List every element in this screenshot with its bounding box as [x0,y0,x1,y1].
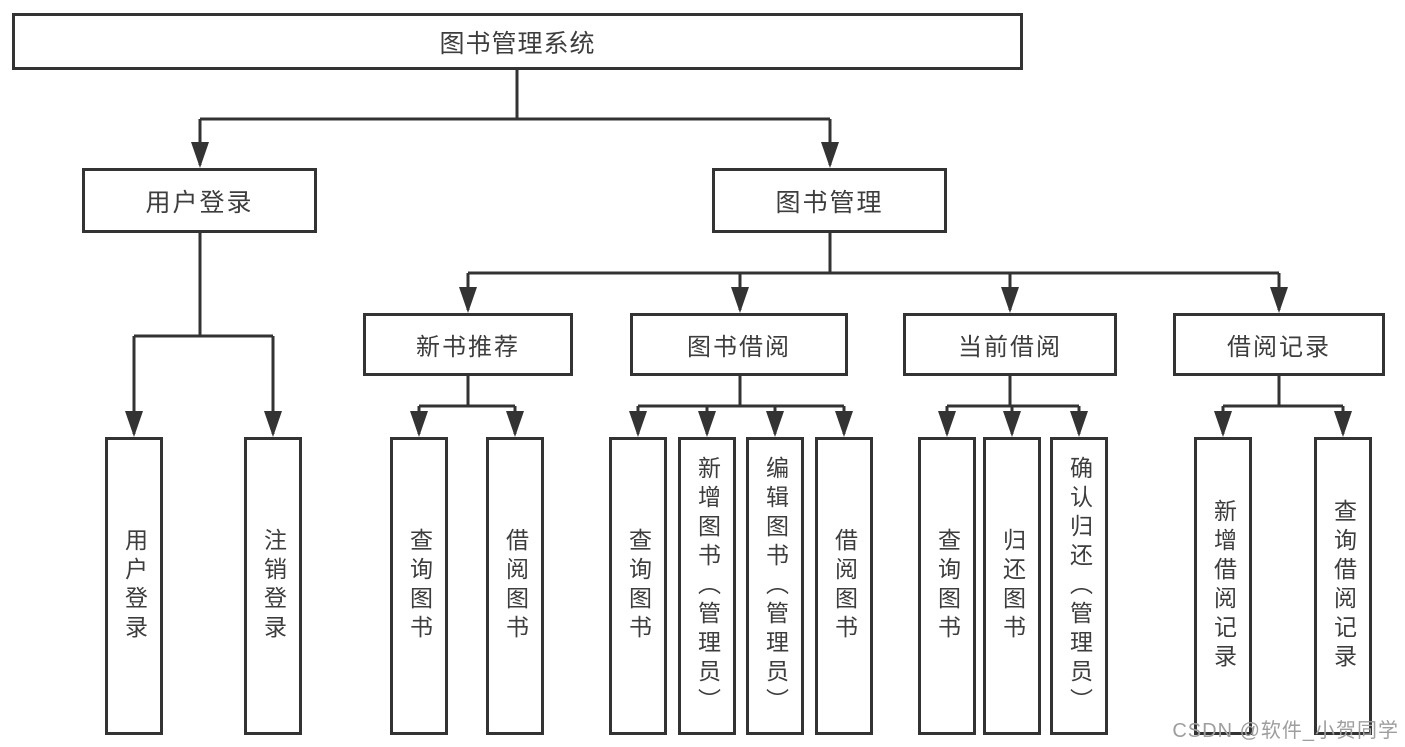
node-user-login: 用户登录 [82,168,317,233]
node-edit-books-admin: 编辑图书（管理员） [746,437,804,735]
tree-edges [132,70,1345,434]
node-logout: 注销登录 [244,437,302,735]
node-label: 归还图书 [999,528,1026,644]
node-borrowing-records: 借阅记录 [1173,313,1385,376]
node-label: 确认归还（管理员） [1066,455,1093,717]
node-label: 借阅图书 [831,528,858,644]
node-label: 查询图书 [406,528,433,644]
node-add-books-admin: 新增图书（管理员） [678,437,736,735]
node-borrow-books-recommend: 借阅图书 [486,437,544,735]
node-query-borrow-record: 查询借阅记录 [1314,437,1372,735]
watermark: CSDN @软件_小贺同学 [1172,720,1399,742]
node-label: 新增图书（管理员） [694,455,721,717]
node-query-books-recommend: 查询图书 [390,437,448,735]
node-label: 查询图书 [625,528,652,644]
node-add-borrow-record: 新增借阅记录 [1194,437,1252,735]
node-book-management-system: 图书管理系统 [12,13,1023,70]
node-book-borrowing: 图书借阅 [630,313,848,376]
node-new-book-recommend: 新书推荐 [363,313,573,376]
node-label: 查询图书 [934,528,961,644]
node-label: 编辑图书（管理员） [762,455,789,717]
node-label: 借阅图书 [502,528,529,644]
node-label: 查询借阅记录 [1330,499,1357,673]
node-label: 新增借阅记录 [1210,499,1237,673]
node-borrow-books: 借阅图书 [815,437,873,735]
node-return-books: 归还图书 [983,437,1041,735]
node-confirm-return-admin: 确认归还（管理员） [1050,437,1108,735]
node-book-management: 图书管理 [712,168,947,233]
node-user-login-leaf: 用户登录 [105,437,163,735]
node-query-books-current: 查询图书 [918,437,976,735]
node-current-borrowing: 当前借阅 [903,313,1117,376]
node-label: 用户登录 [121,528,148,644]
node-label: 注销登录 [260,528,287,644]
node-query-books-borrowing: 查询图书 [609,437,667,735]
